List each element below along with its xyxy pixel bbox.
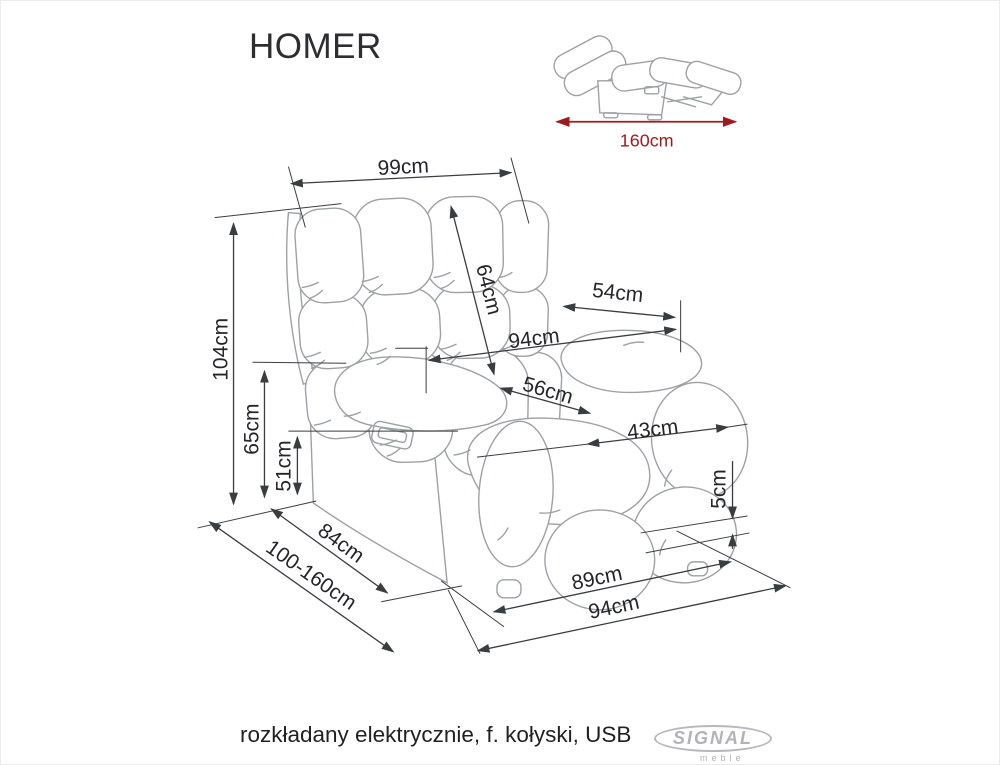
dim-label-armrest-height: 65cm <box>240 404 263 455</box>
dimension-annotations: 99cm 64cm 54cm 94cm 56cm 43cm 104cm <box>197 154 791 654</box>
dim-label-back-width: 99cm <box>377 154 429 180</box>
dim-label-armrest-depth: 54cm <box>591 279 644 307</box>
dim-label-overall-height: 104cm <box>210 318 233 381</box>
reclined-inset-diagram: 160cm <box>553 35 742 151</box>
dim-label-seat-height: 51cm <box>272 440 295 491</box>
front-foot <box>496 579 522 599</box>
signal-logo: SIGNAL meble <box>654 725 776 763</box>
page-title: HOMER <box>249 27 382 66</box>
reclined-chair-line-art <box>553 35 742 121</box>
product-description: rozkładany elektrycznie, f. kołyski, USB <box>240 722 632 747</box>
backrest-cushions-row1 <box>294 195 550 304</box>
logo-sub-text: meble <box>700 753 745 763</box>
dim-label-overall-depth-mid: 94cm <box>507 324 561 353</box>
inset-length-label: 160cm <box>620 131 674 151</box>
logo-oval: SIGNAL <box>654 725 772 752</box>
dim-label-ground-clearance: 5cm <box>708 469 731 509</box>
logo-brand-text: SIGNAL <box>672 728 753 748</box>
